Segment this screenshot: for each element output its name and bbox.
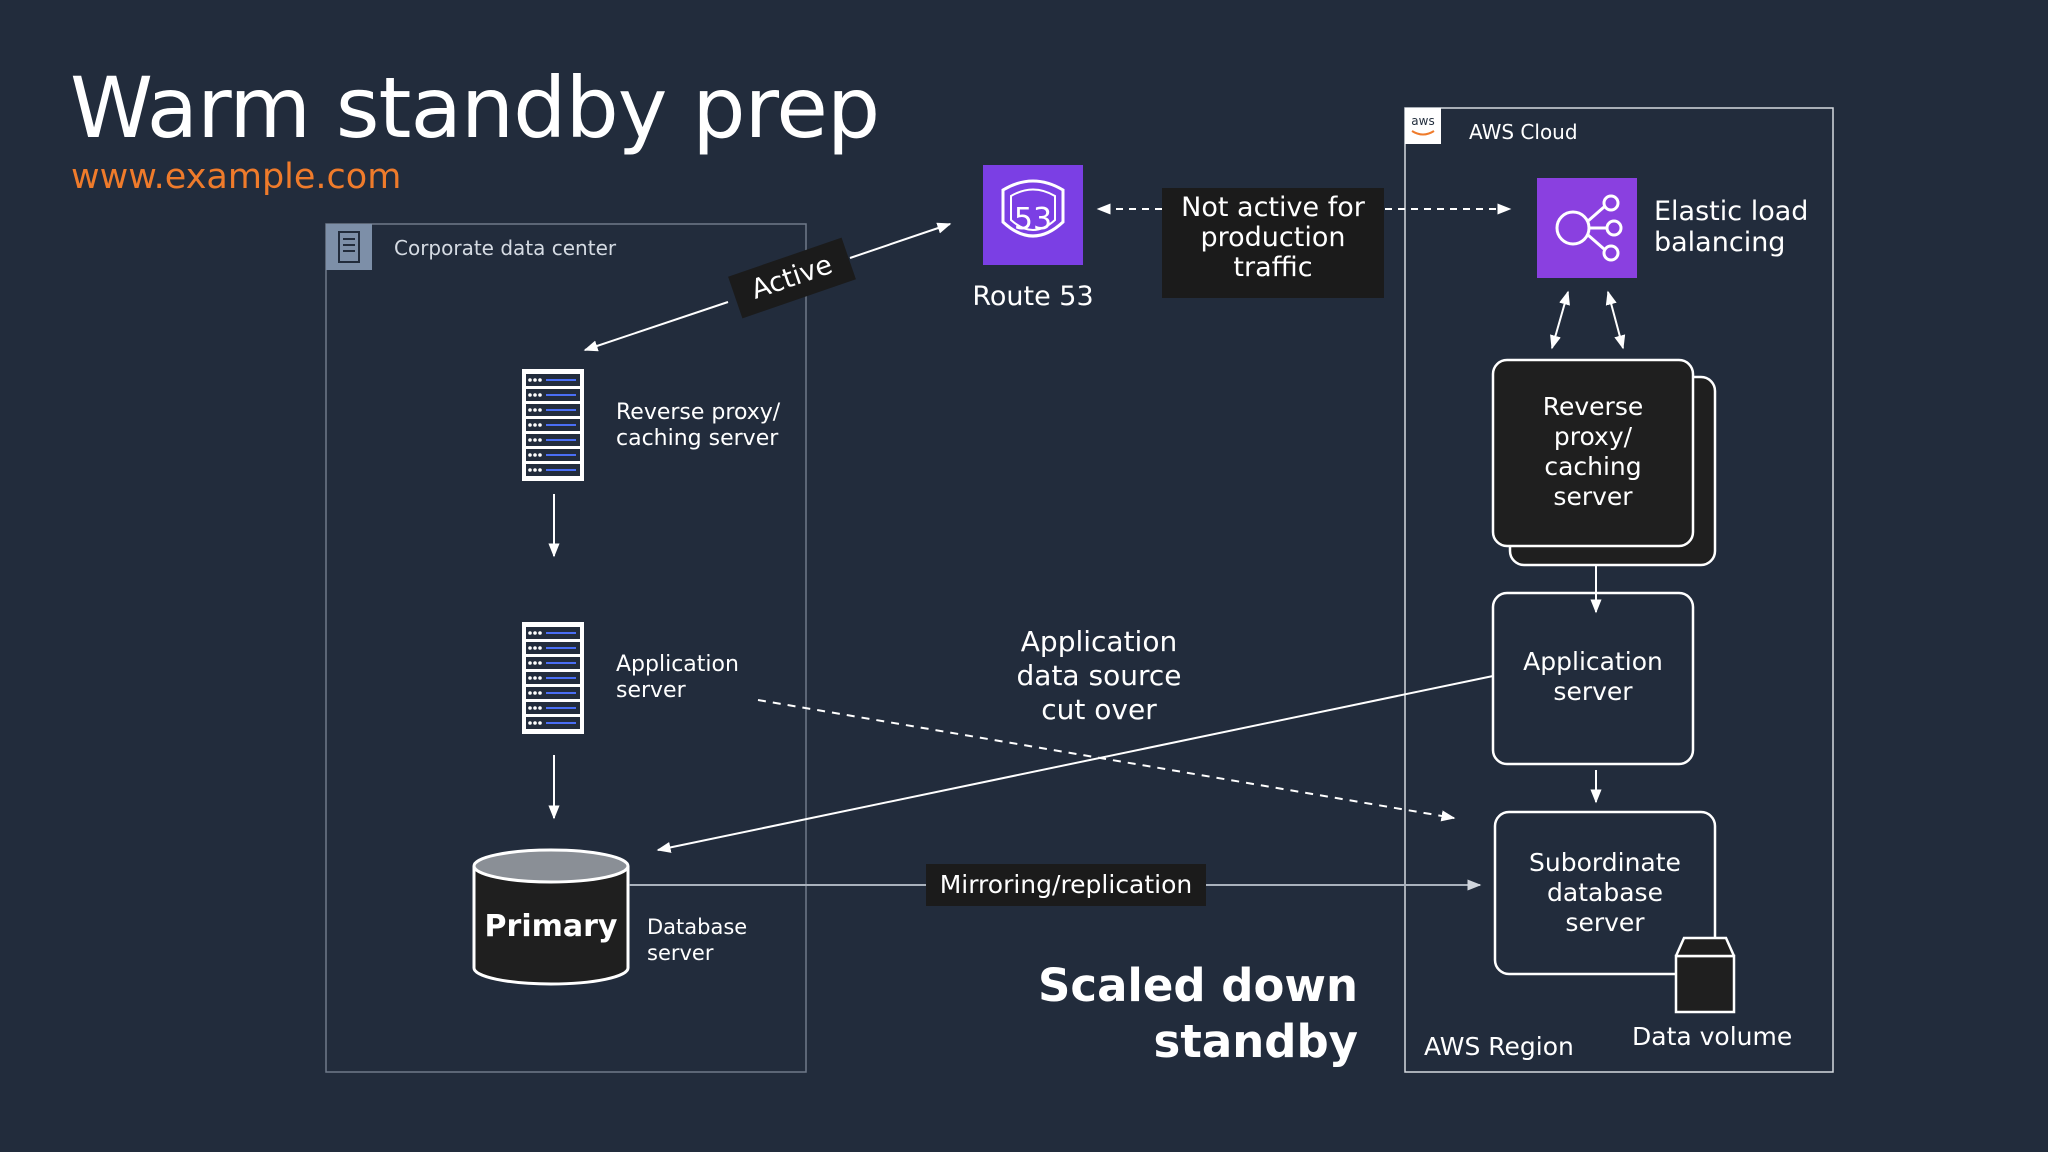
rp-box-line-2: proxy/ bbox=[1553, 422, 1633, 451]
rp-box-line-1: Reverse bbox=[1542, 392, 1644, 421]
db-server-label-line-2: server bbox=[647, 941, 714, 965]
aws-logo-icon: aws bbox=[1405, 108, 1441, 144]
cutover-line-1: Application bbox=[1020, 625, 1178, 658]
server-rack-icon-reverse-proxy bbox=[522, 369, 584, 481]
not-active-line-2: production bbox=[1200, 222, 1346, 253]
reverse-proxy-label-line-2: caching server bbox=[616, 426, 779, 451]
aws-cloud-group bbox=[1404, 107, 1834, 1073]
app-server-label: Application server bbox=[616, 652, 739, 704]
data-volume-box-icon bbox=[1674, 936, 1736, 1014]
arrow-elb-to-proxy-left bbox=[1550, 290, 1570, 350]
route53-label: Route 53 bbox=[972, 281, 1094, 312]
arrow-aws-app-to-primary bbox=[656, 675, 1494, 853]
app-server-label-line-1: Application bbox=[616, 652, 739, 677]
elb-label-line-2: balancing bbox=[1654, 227, 1786, 258]
scaled-line-1: Scaled down bbox=[1037, 959, 1358, 1012]
cutover-line-3: cut over bbox=[1041, 693, 1157, 726]
corporate-data-center-group bbox=[325, 223, 807, 1073]
reverse-proxy-label: Reverse proxy/ caching server bbox=[616, 400, 780, 452]
app-box-line-1: Application bbox=[1523, 647, 1663, 676]
subdb-box-line-2: database bbox=[1547, 878, 1663, 907]
slide-title: Warm standby prep bbox=[70, 59, 880, 157]
subordinate-db-box-label: Subordinate database server bbox=[1495, 848, 1715, 938]
subdb-box-line-1: Subordinate bbox=[1529, 848, 1681, 877]
route53-shield-icon: 53 bbox=[983, 165, 1083, 265]
not-active-line-3: traffic bbox=[1233, 252, 1313, 283]
scaled-line-2: standby bbox=[1153, 1015, 1358, 1068]
elb-label: Elastic load balancing bbox=[1654, 196, 1808, 258]
app-box-line-2: server bbox=[1553, 677, 1633, 706]
aws-region-label: AWS Region bbox=[1424, 1032, 1574, 1061]
not-active-label: Not active for production traffic bbox=[1162, 188, 1384, 298]
corporate-data-center-label: Corporate data center bbox=[394, 236, 617, 260]
svg-text:aws: aws bbox=[1411, 114, 1434, 128]
not-active-line-1: Not active for bbox=[1181, 192, 1365, 223]
rp-box-line-3: caching bbox=[1544, 452, 1642, 481]
aws-cloud-label: AWS Cloud bbox=[1469, 120, 1578, 144]
cutover-line-2: data source bbox=[1016, 659, 1182, 692]
db-primary-label: Primary bbox=[485, 909, 618, 944]
arrow-elb-to-proxy-right bbox=[1605, 290, 1626, 350]
mirroring-label: Mirroring/replication bbox=[926, 864, 1206, 906]
app-server-box-label: Application server bbox=[1493, 647, 1693, 707]
db-server-label: Database server bbox=[647, 914, 747, 966]
database-cylinder-icon: Primary bbox=[472, 848, 630, 986]
server-rack-icon-application bbox=[522, 622, 584, 734]
scaled-down-standby-label: Scaled down standby bbox=[1000, 958, 1358, 1070]
data-volume-label: Data volume bbox=[1632, 1022, 1793, 1051]
subdb-box-line-3: server bbox=[1565, 908, 1645, 937]
rp-box-line-4: server bbox=[1553, 482, 1633, 511]
slide-url: www.example.com bbox=[71, 157, 402, 197]
app-server-box bbox=[1491, 591, 1695, 766]
reverse-proxy-box-label: Reverse proxy/ caching server bbox=[1493, 392, 1693, 512]
reverse-proxy-label-line-1: Reverse proxy/ bbox=[616, 400, 781, 425]
load-balancer-icon bbox=[1537, 178, 1637, 278]
app-server-label-line-2: server bbox=[616, 678, 686, 703]
arrow-active-to-corporate bbox=[583, 301, 729, 352]
subordinate-db-box bbox=[1493, 810, 1717, 976]
db-server-label-line-1: Database bbox=[647, 915, 748, 939]
elb-label-line-1: Elastic load bbox=[1654, 196, 1809, 227]
arrow-active-to-route53 bbox=[849, 222, 952, 259]
route53-badge-number: 53 bbox=[1014, 202, 1052, 237]
cutover-label: Application data source cut over bbox=[958, 625, 1240, 727]
building-icon bbox=[326, 224, 372, 270]
arrow-corp-app-to-subdb-dashed bbox=[757, 699, 1456, 822]
reverse-proxy-box bbox=[1491, 358, 1695, 548]
